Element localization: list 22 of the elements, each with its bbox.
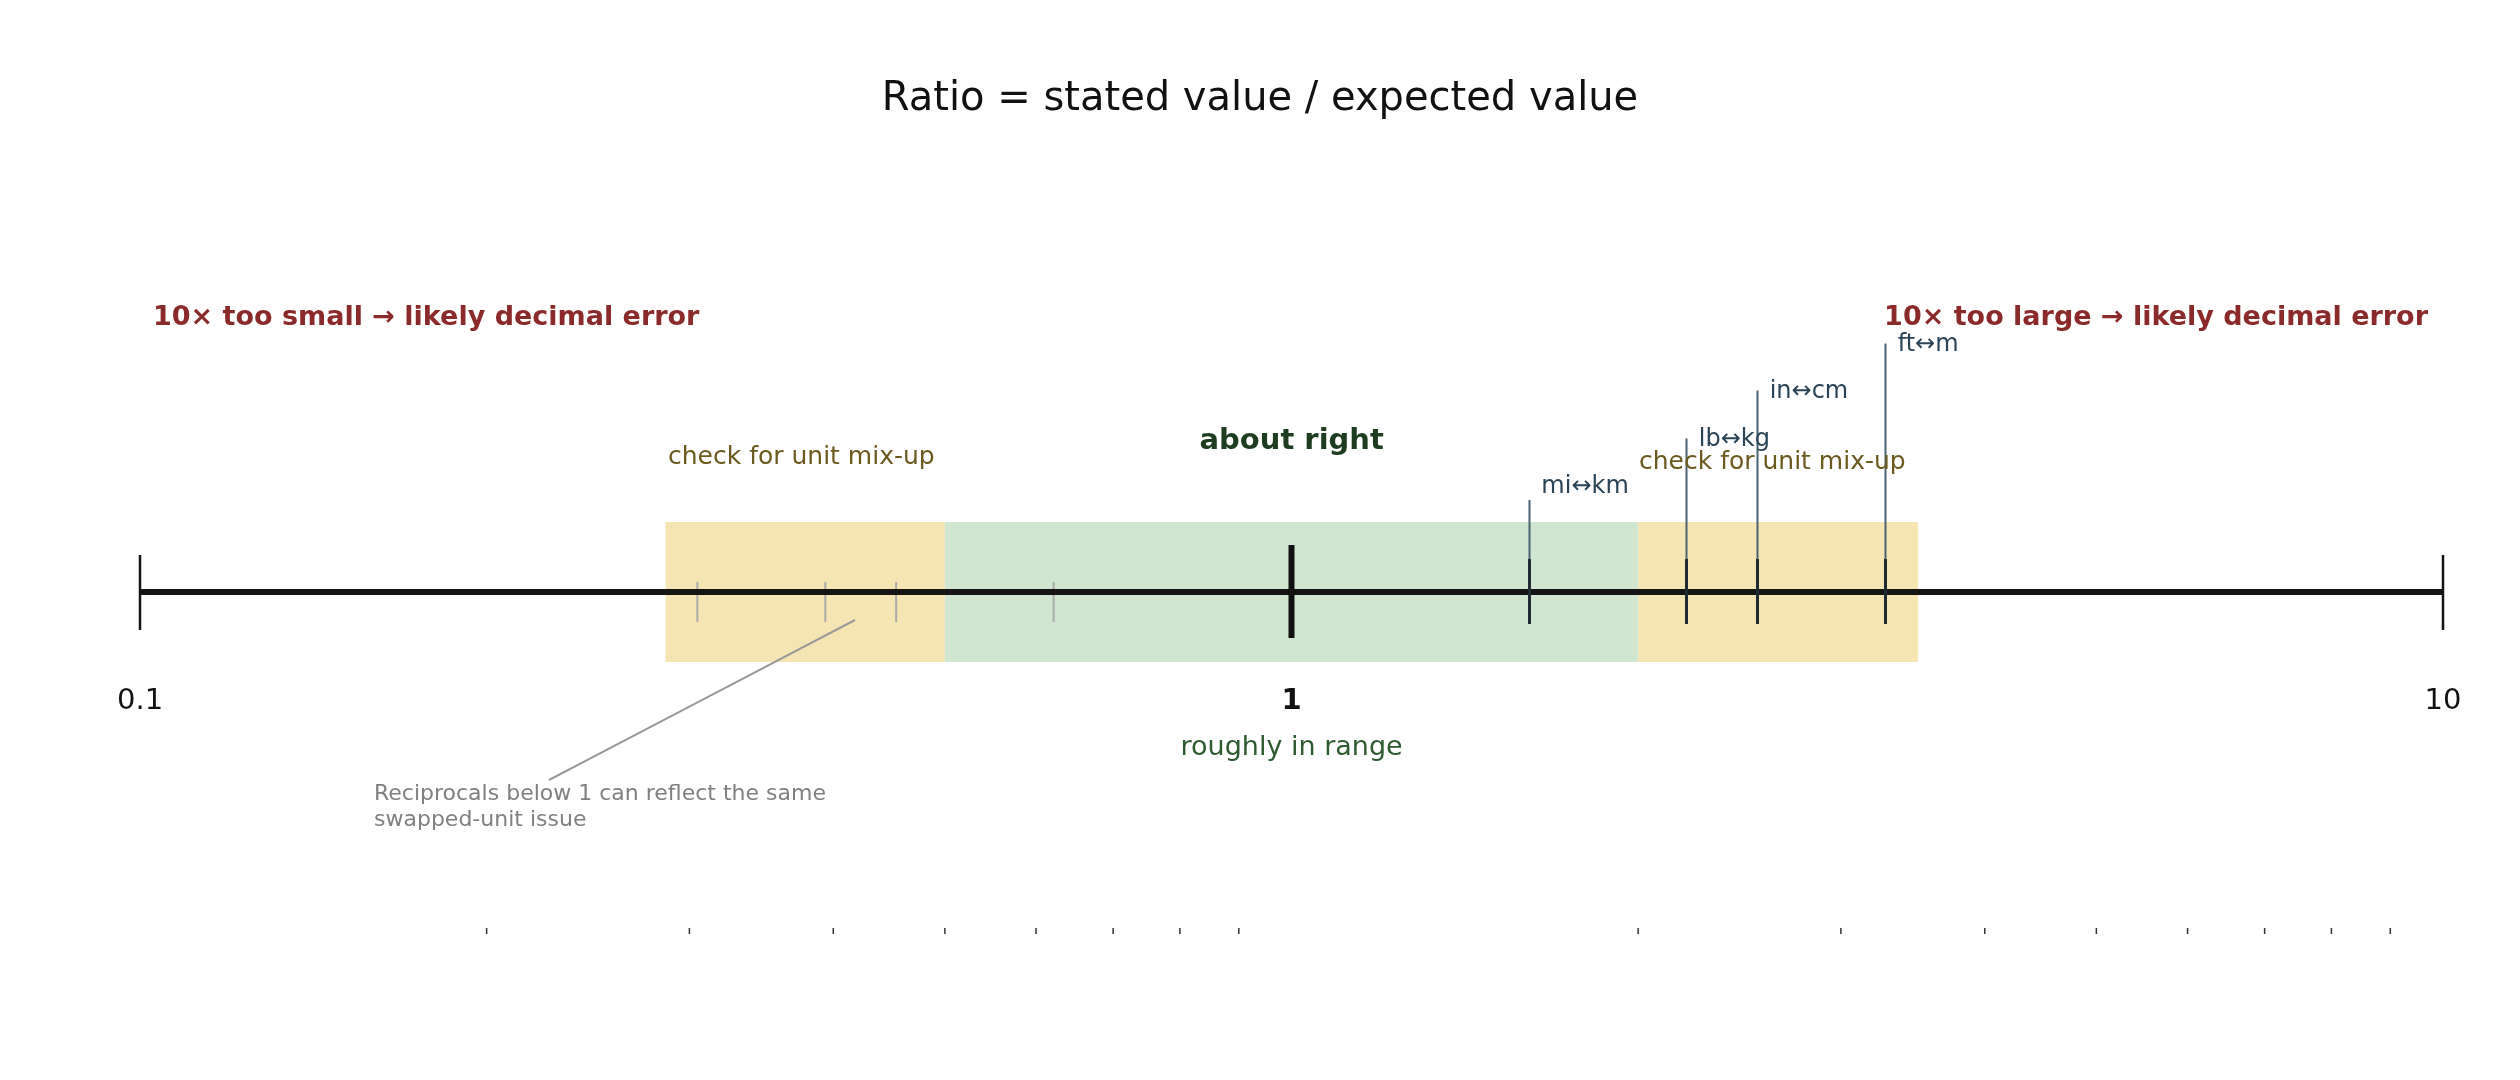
axis-tick-label: 1 — [1281, 682, 1302, 717]
zone-caption: roughly in range — [1180, 730, 1403, 763]
conversion-label: ft↔m — [1885, 329, 1959, 358]
leader-line — [1756, 389, 1759, 560]
warning-text: 10× too small → likely decimal error — [153, 300, 700, 333]
leader-line — [548, 619, 856, 781]
leader-line — [1685, 437, 1688, 560]
conversion-tick — [1884, 559, 1888, 624]
zone-label: check for unit mix-up — [668, 441, 935, 471]
warning-text: 10× too large → likely decimal error — [1884, 300, 2428, 332]
leader-line — [1528, 499, 1531, 560]
zone-label: about right — [1199, 422, 1384, 457]
conversion-tick — [1756, 559, 1760, 624]
callout-note: Reciprocals below 1 can reflect the same swapped-unit issue — [374, 780, 874, 833]
leader-line — [1884, 342, 1887, 560]
axis-tick-label: 0.1 — [117, 682, 164, 717]
axis-tick-label: 10 — [2424, 682, 2462, 717]
conversion-label: in↔cm — [1757, 376, 1849, 405]
conversion-tick — [1685, 559, 1689, 624]
diagram-title: Ratio = stated value / expected value — [880, 72, 1640, 120]
conversion-label: mi↔km — [1529, 471, 1629, 500]
conversion-tick — [1527, 559, 1531, 624]
